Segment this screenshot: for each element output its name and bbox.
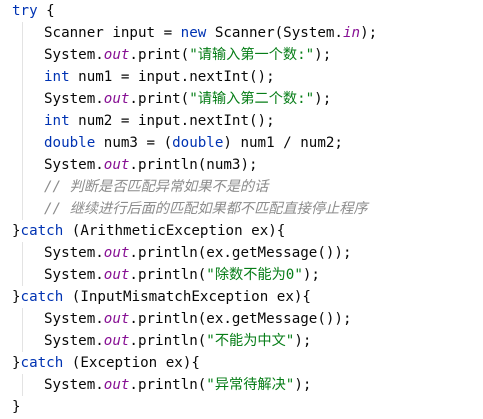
code-text: System. [44,333,104,349]
code-keyword: int [44,69,70,85]
code-keyword: new [180,25,207,41]
code-text: } [12,399,21,415]
code-text: .print( [129,47,190,63]
code-text: .print( [129,91,190,107]
code-text: System. [44,245,104,261]
code-line[interactable]: } [12,396,21,418]
code-text: { [37,3,55,19]
indent-guide [22,308,23,352]
code-text: .println( [129,333,207,349]
code-line[interactable]: System.out.println(num3); [44,154,258,176]
code-line[interactable]: }catch (InputMismatchException ex){ [12,286,311,308]
code-field: out [103,47,130,63]
code-line[interactable]: Scanner input = new Scanner(System.in); [44,22,377,44]
code-text: (ArithmeticException ex){ [63,223,286,239]
code-text: ); [294,377,312,393]
code-comment: // 继续进行后面的匹配如果都不匹配直接停止程序 [44,201,368,217]
code-line[interactable]: System.out.println(ex.getMessage()); [44,308,352,330]
code-line[interactable]: int num2 = input.nextInt(); [44,110,275,132]
code-text: } [12,355,21,371]
code-field: out [103,311,130,327]
code-line[interactable]: }catch (Exception ex){ [12,352,200,374]
code-keyword: catch [20,223,64,239]
indent-guide [22,374,23,396]
code-text: .println(num3); [129,157,258,173]
code-field: in [342,25,361,41]
code-field: out [103,333,130,349]
code-text: (InputMismatchException ex){ [63,289,311,305]
code-text: ) num1 / num2; [223,135,343,151]
code-text: System. [44,377,104,393]
code-string: "除数不能为0" [206,267,303,283]
code-line[interactable]: System.out.print("请输入第二个数:"); [44,88,331,110]
code-text: System. [44,267,104,283]
code-text: } [12,223,21,239]
code-line[interactable]: System.out.println(ex.getMessage()); [44,242,352,264]
code-string: "异常待解决" [206,377,295,393]
code-keyword: double [172,135,224,151]
code-line[interactable]: try { [12,0,55,22]
code-text: .println(ex.getMessage()); [129,245,352,261]
code-line[interactable]: System.out.print("请输入第一个数:"); [44,44,331,66]
code-text: ); [314,91,332,107]
code-text: ); [302,267,320,283]
code-keyword: catch [20,355,64,371]
code-string: "请输入第一个数:" [189,47,315,63]
code-text: ); [360,25,378,41]
indent-guide [22,242,23,286]
code-keyword: double [44,135,96,151]
code-text: Scanner input = [44,25,181,41]
code-text: System. [44,91,104,107]
code-text: System. [44,311,104,327]
code-text: .println(ex.getMessage()); [129,311,352,327]
code-field: out [103,157,130,173]
code-keyword: try [12,3,38,19]
code-text: num2 = input.nextInt(); [69,113,275,129]
code-field: out [103,91,130,107]
code-line[interactable]: System.out.println("除数不能为0"); [44,264,320,286]
code-text: Scanner(System. [206,25,343,41]
code-text: .println( [129,377,207,393]
code-text: System. [44,157,104,173]
code-text: num3 = ( [95,135,173,151]
code-string: "请输入第二个数:" [189,91,315,107]
code-line[interactable]: System.out.println("异常待解决"); [44,374,311,396]
code-line[interactable]: System.out.println("不能为中文"); [44,330,311,352]
code-comment: // 判断是否匹配异常如果不是的话 [44,179,269,195]
code-line[interactable]: int num1 = input.nextInt(); [44,66,275,88]
code-keyword: catch [20,289,64,305]
code-text: .println( [129,267,207,283]
code-line[interactable]: double num3 = (double) num1 / num2; [44,132,343,154]
code-text: System. [44,47,104,63]
code-text: ); [314,47,332,63]
code-text: (Exception ex){ [63,355,200,371]
code-field: out [103,267,130,283]
code-string: "不能为中文" [206,333,295,349]
code-field: out [103,245,130,261]
code-line[interactable]: }catch (ArithmeticException ex){ [12,220,285,242]
code-field: out [103,377,130,393]
indent-guide [22,22,23,220]
code-text: } [12,289,21,305]
code-line[interactable]: // 判断是否匹配异常如果不是的话 [44,176,268,198]
code-text: ); [294,333,312,349]
code-text: num1 = input.nextInt(); [69,69,275,85]
code-keyword: int [44,113,70,129]
code-line[interactable]: // 继续进行后面的匹配如果都不匹配直接停止程序 [44,198,368,220]
